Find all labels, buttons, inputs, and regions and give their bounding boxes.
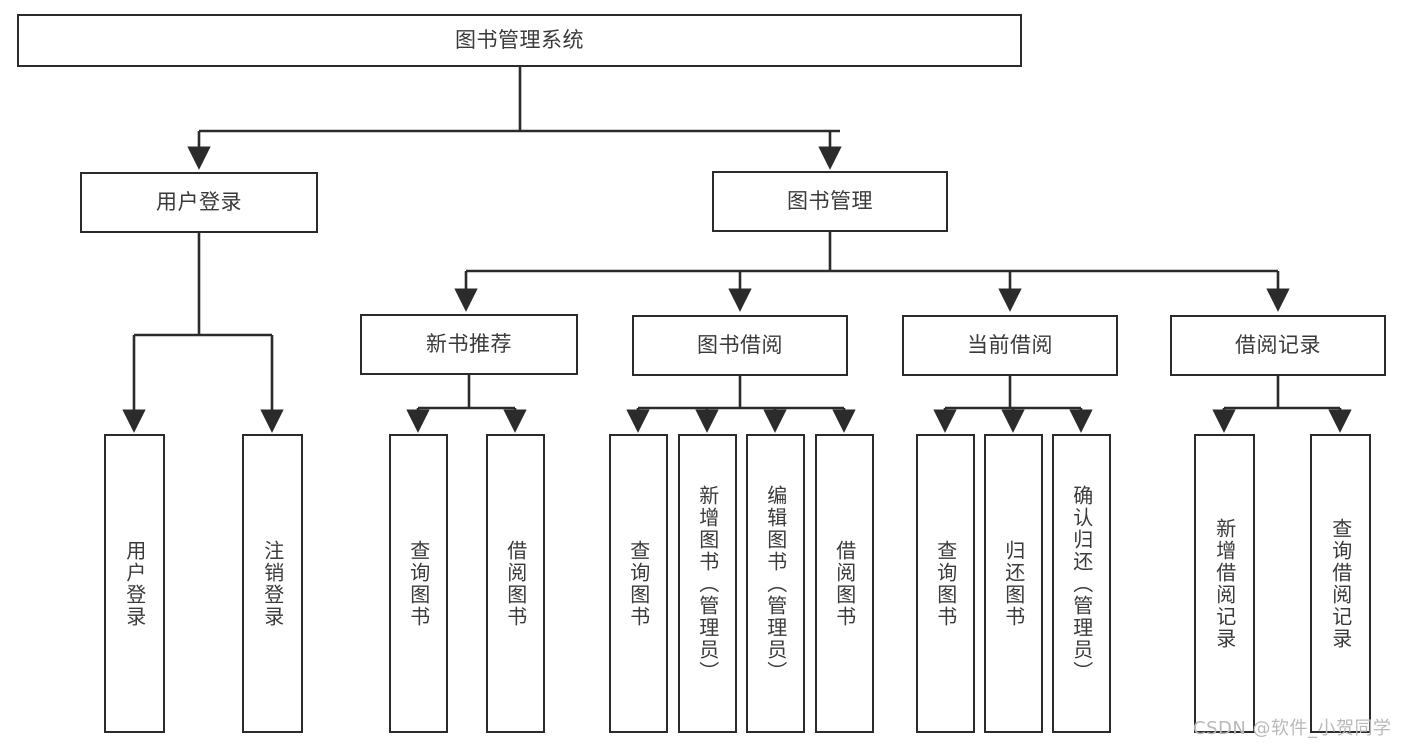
node-current-borrow[interactable]: 当前借阅 (902, 315, 1118, 376)
node-user-login-label: 用户登录 (156, 190, 242, 215)
leaf-add-book-label: 新增图书（管理员） (695, 484, 720, 683)
leaf-return-book[interactable]: 归还图书 (984, 434, 1043, 733)
node-book-manage[interactable]: 图书管理 (712, 171, 948, 232)
leaf-user-login-label: 用户登录 (122, 539, 147, 628)
node-current-borrow-label: 当前借阅 (967, 333, 1053, 358)
leaf-confirm-return-label: 确认归还（管理员） (1069, 484, 1094, 683)
leaf-borrow-book-1-label: 借阅图书 (503, 539, 528, 628)
leaf-query-book-3-label: 查询图书 (933, 539, 958, 628)
leaf-logout-label: 注销登录 (260, 539, 285, 628)
node-root-label: 图书管理系统 (455, 28, 584, 53)
leaf-borrow-book-2-label: 借阅图书 (832, 539, 857, 628)
node-borrow-record-label: 借阅记录 (1235, 333, 1321, 358)
leaf-add-record-label: 新增借阅记录 (1212, 517, 1237, 650)
leaf-confirm-return[interactable]: 确认归还（管理员） (1052, 434, 1111, 733)
leaf-query-book-1[interactable]: 查询图书 (389, 434, 448, 733)
leaf-query-book-2[interactable]: 查询图书 (609, 434, 668, 733)
leaf-return-book-label: 归还图书 (1001, 539, 1026, 628)
node-book-manage-label: 图书管理 (787, 189, 873, 214)
node-user-login[interactable]: 用户登录 (80, 172, 318, 233)
node-book-borrow-label: 图书借阅 (697, 333, 783, 358)
leaf-add-record[interactable]: 新增借阅记录 (1194, 434, 1255, 733)
leaf-add-book[interactable]: 新增图书（管理员） (678, 434, 737, 733)
node-borrow-record[interactable]: 借阅记录 (1170, 315, 1386, 376)
leaf-query-book-1-label: 查询图书 (406, 539, 431, 628)
leaf-edit-book-label: 编辑图书（管理员） (763, 484, 788, 683)
node-root[interactable]: 图书管理系统 (17, 14, 1022, 67)
node-book-borrow[interactable]: 图书借阅 (632, 315, 848, 376)
leaf-query-record-label: 查询借阅记录 (1328, 517, 1353, 650)
node-new-book-recommend-label: 新书推荐 (426, 332, 512, 357)
node-new-book-recommend[interactable]: 新书推荐 (360, 314, 578, 375)
csdn-watermark: CSDN @软件_小贺同学 (1193, 718, 1392, 739)
leaf-borrow-book-1[interactable]: 借阅图书 (486, 434, 545, 733)
leaf-logout[interactable]: 注销登录 (242, 434, 303, 733)
leaf-edit-book[interactable]: 编辑图书（管理员） (746, 434, 805, 733)
leaf-query-record[interactable]: 查询借阅记录 (1310, 434, 1371, 733)
leaf-query-book-3[interactable]: 查询图书 (916, 434, 975, 733)
leaf-borrow-book-2[interactable]: 借阅图书 (815, 434, 874, 733)
leaf-user-login[interactable]: 用户登录 (104, 434, 165, 733)
leaf-query-book-2-label: 查询图书 (626, 539, 651, 628)
